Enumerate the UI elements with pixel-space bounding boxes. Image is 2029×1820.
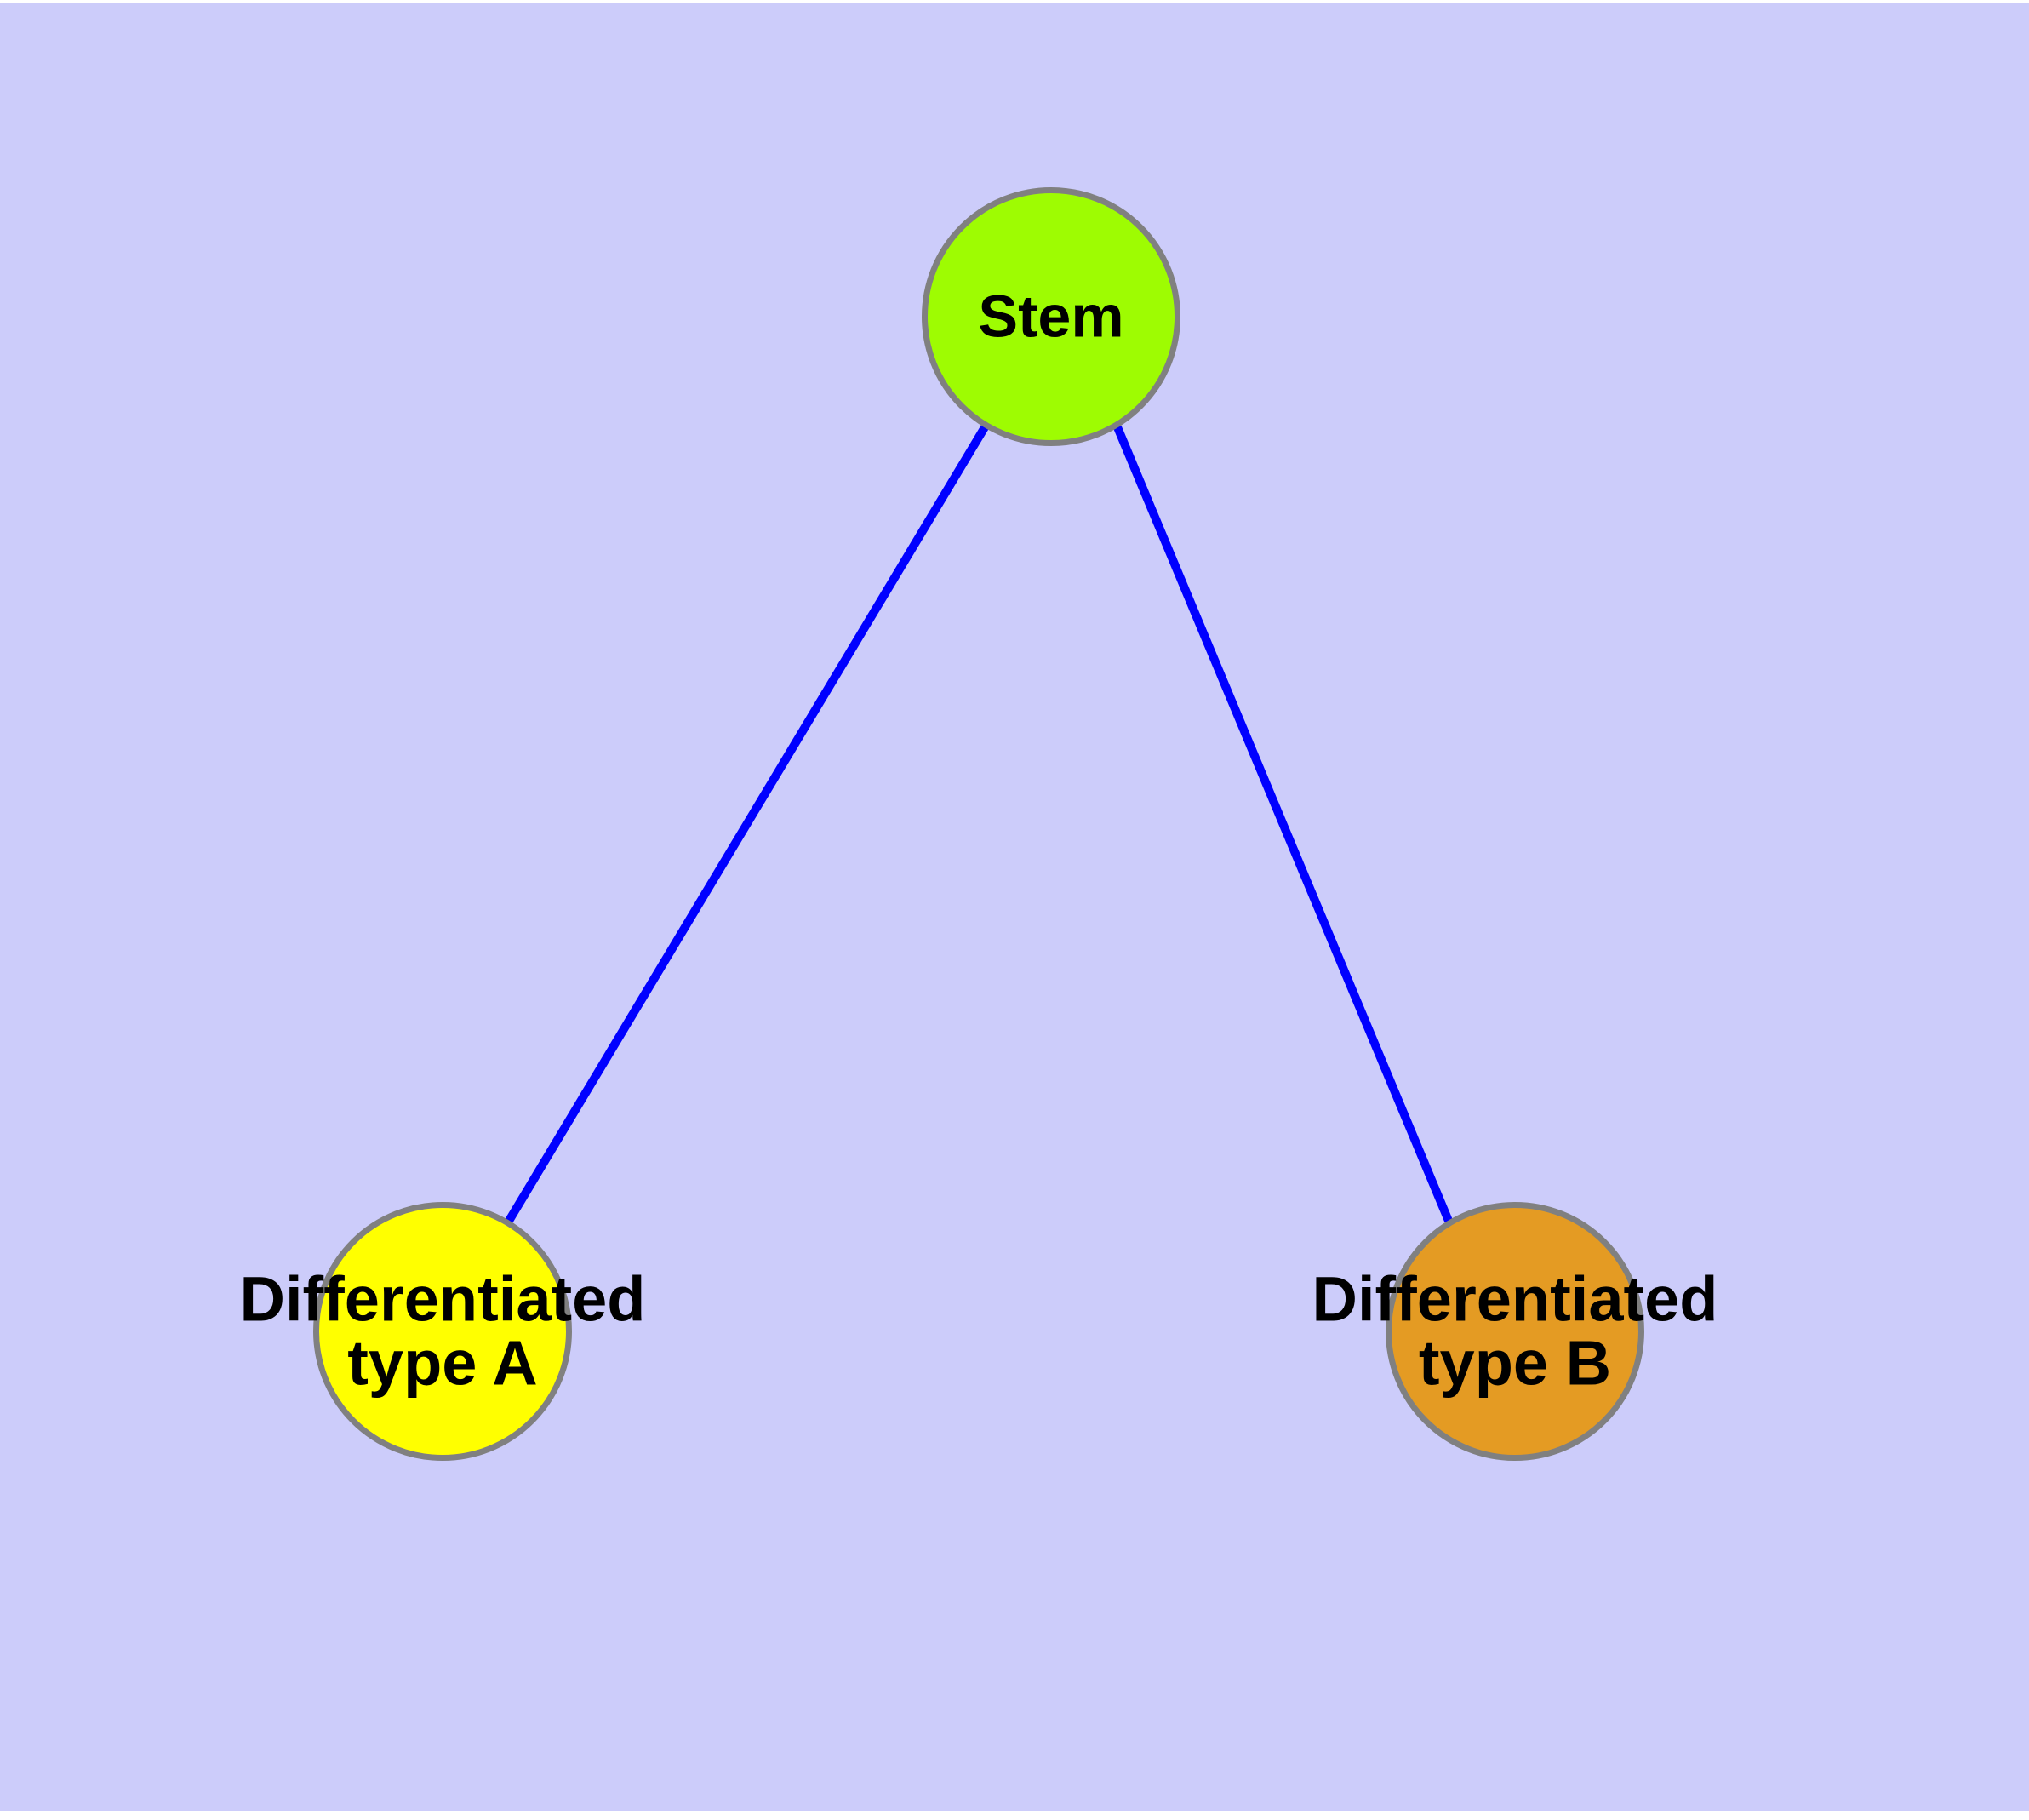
node-diff-a[interactable] — [313, 1202, 572, 1461]
node-layer — [313, 187, 1644, 1461]
node-stem[interactable] — [922, 187, 1180, 446]
node-diff-b[interactable] — [1386, 1202, 1644, 1461]
edge-stem-to-diff_a[interactable] — [505, 425, 989, 1223]
edge-layer — [505, 425, 1453, 1223]
edge-stem-to-diff_b[interactable] — [1113, 426, 1453, 1222]
